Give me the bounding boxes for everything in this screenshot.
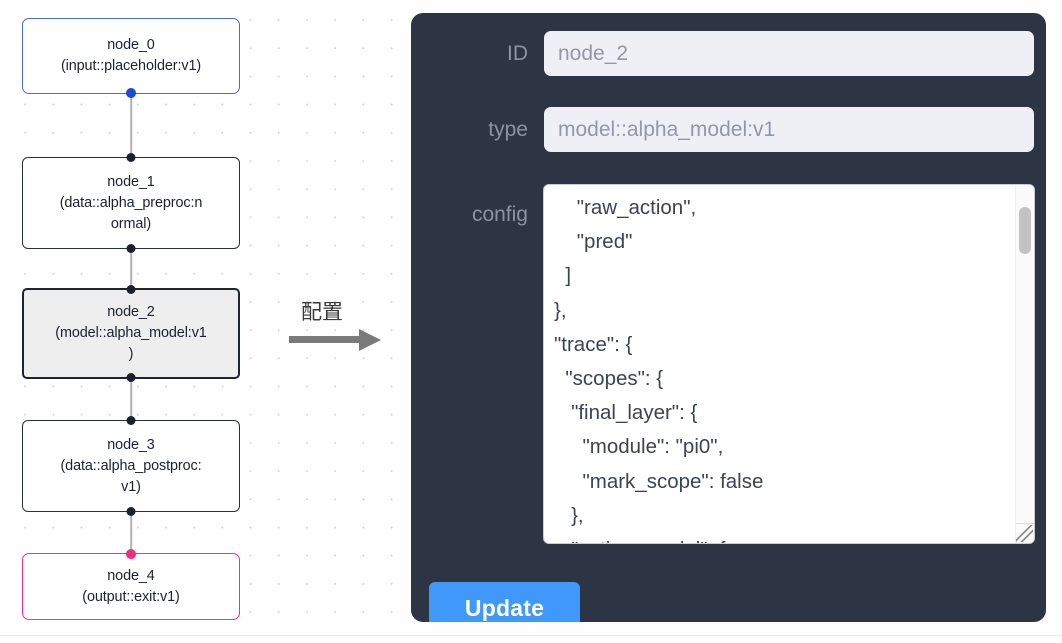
- node-title: node_4: [107, 567, 155, 584]
- edge-node0-node1: [130, 93, 132, 159]
- id-input[interactable]: [544, 31, 1034, 76]
- node-handle-source[interactable]: [126, 373, 136, 382]
- config-scrollbar-thumb[interactable]: [1019, 207, 1031, 254]
- node-title: node_3: [107, 436, 155, 453]
- field-row-type: type: [411, 107, 1046, 152]
- node-title: node_0: [107, 37, 155, 53]
- node-node_0[interactable]: node_0 (input::placeholder:v1): [22, 18, 240, 98]
- edge-node1-node2: [130, 248, 132, 290]
- config-textarea[interactable]: "raw_action", "pred" ] }, "trace": { "sc…: [544, 185, 1016, 543]
- config-textarea-wrapper: "raw_action", "pred" ] }, "trace": { "sc…: [544, 185, 1034, 543]
- node-subtitle: (data::alpha_postproc: v1): [60, 457, 202, 495]
- node-handle-source[interactable]: [126, 507, 136, 516]
- update-button[interactable]: Update: [429, 582, 580, 622]
- node-handle-source[interactable]: [126, 244, 136, 253]
- node-title: node_1: [107, 173, 155, 190]
- edge-node2-node3: [130, 378, 132, 422]
- arrow-right-icon: [289, 336, 361, 343]
- node-subtitle: (output::exit:v1): [82, 588, 180, 605]
- annotation-arrow-group: 配置: [289, 296, 399, 366]
- node-config-panel: ID type config "raw_action", "pred" ] },…: [411, 13, 1046, 622]
- node-subtitle: (data::alpha_preproc:n ormal): [59, 194, 203, 232]
- node-subtitle: (model::alpha_model:v1 ): [55, 325, 207, 362]
- node-node_1[interactable]: node_1 (data::alpha_preproc:n ormal): [22, 153, 240, 253]
- field-row-id: ID: [411, 31, 1046, 76]
- node-subtitle: (input::placeholder:v1): [60, 58, 202, 74]
- type-label: type: [488, 117, 528, 141]
- node-handle-source[interactable]: [126, 88, 136, 98]
- edge-node3-node4: [130, 511, 132, 555]
- arrow-head-icon: [359, 329, 381, 351]
- node-handle-target[interactable]: [126, 549, 136, 559]
- node-node_2[interactable]: node_2 (model::alpha_model:v1 ): [22, 285, 240, 382]
- annotation-label: 配置: [301, 300, 343, 324]
- node-handle-target[interactable]: [126, 416, 136, 425]
- resize-grip-icon[interactable]: [1016, 525, 1033, 542]
- node-node_4[interactable]: node_4 (output::exit:v1): [22, 549, 240, 620]
- config-scrollbar[interactable]: [1015, 185, 1034, 543]
- config-resize-divider: [1016, 523, 1034, 524]
- config-label: config: [471, 203, 528, 226]
- node-handle-target[interactable]: [126, 285, 136, 294]
- field-row-config: config "raw_action", "pred" ] }, "trace"…: [411, 185, 1046, 543]
- node-handle-target[interactable]: [126, 153, 136, 162]
- id-label: ID: [507, 41, 528, 65]
- type-input[interactable]: [544, 107, 1034, 152]
- node-title: node_2: [107, 304, 155, 320]
- node-node_3[interactable]: node_3 (data::alpha_postproc: v1): [22, 416, 240, 516]
